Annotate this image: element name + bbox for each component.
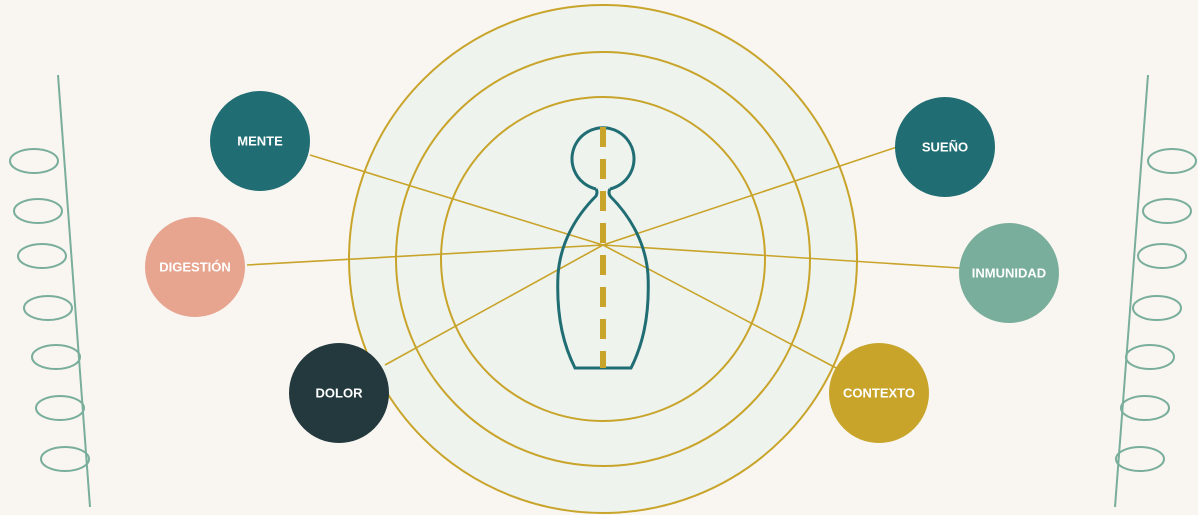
node-dolor: DOLOR [289, 343, 389, 443]
left-vine-leaf [14, 199, 62, 223]
right-vine-decoration [1115, 75, 1196, 507]
node-inmunidad: INMUNIDAD [959, 223, 1059, 323]
left-vine-decoration [10, 75, 90, 507]
right-vine-leaf [1143, 199, 1191, 223]
node-mente: MENTE [210, 91, 310, 191]
left-vine-leaf [41, 447, 89, 471]
node-contexto: CONTEXTO [829, 343, 929, 443]
node-inmunidad-label: INMUNIDAD [972, 265, 1046, 280]
node-contexto-label: CONTEXTO [843, 385, 915, 400]
left-vine-leaf [36, 396, 84, 420]
node-digestion-label: DIGESTIÓN [159, 259, 231, 274]
right-vine-stem [1115, 75, 1148, 507]
left-vine-leaf [18, 244, 66, 268]
right-vine-leaf [1116, 447, 1164, 471]
node-sueno-label: SUEÑO [922, 139, 968, 154]
node-mente-label: MENTE [237, 133, 283, 148]
left-vine-stem [58, 75, 90, 507]
left-vine-leaf [10, 149, 58, 173]
right-vine-leaf [1126, 345, 1174, 369]
right-vine-leaf [1148, 149, 1196, 173]
right-vine-leaf [1138, 244, 1186, 268]
right-vine-leaf [1133, 296, 1181, 320]
node-digestion: DIGESTIÓN [145, 217, 245, 317]
left-vine-leaf [24, 296, 72, 320]
left-vine-leaf [32, 345, 80, 369]
node-sueno: SUEÑO [895, 97, 995, 197]
node-dolor-label: DOLOR [316, 385, 364, 400]
right-vine-leaf [1121, 396, 1169, 420]
